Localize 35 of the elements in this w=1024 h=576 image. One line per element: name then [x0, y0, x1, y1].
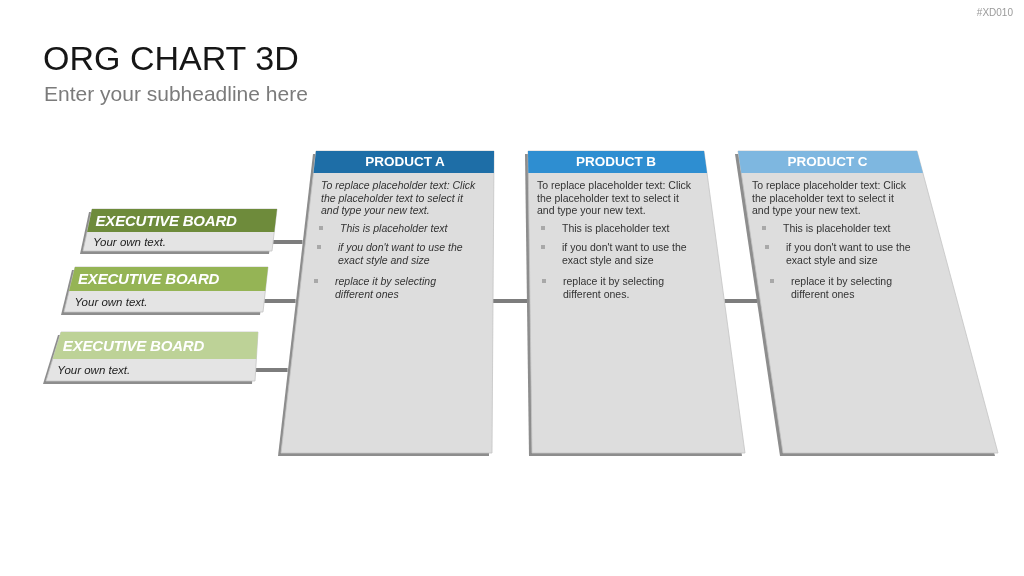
bullet-text: replace it by selecting different ones — [335, 275, 437, 300]
board-text: Your own text. — [93, 234, 166, 249]
bullet-text: if you don't want to use the exact style and size — [562, 241, 688, 266]
board-card — [61, 267, 268, 315]
panel-heading: PRODUCT A — [365, 153, 445, 171]
bullet-text: This is placeholder text — [340, 222, 449, 235]
panel-text: To replace placeholder text: Click the placeholder text to select it and type your new text. — [752, 179, 908, 217]
bullet-text: replace it by selecting different ones. — [563, 275, 665, 300]
product-panel — [525, 151, 745, 456]
product-panel — [735, 151, 998, 456]
bullet-text: if you don't want to use the exact style and size — [338, 241, 464, 266]
bullet-text: This is placeholder text — [783, 222, 892, 235]
product-panel — [278, 151, 494, 456]
subtitle: Enter your subheadline here — [44, 81, 308, 107]
board-heading: EXECUTIVE BOARD — [95, 211, 237, 231]
panel-text: To replace placeholder text: Click the placeholder text to select it and type your new text. — [321, 179, 477, 217]
board-text: Your own text. — [57, 363, 131, 377]
board-card — [80, 209, 277, 254]
connector-line — [264, 299, 296, 303]
bullet-text: if you don't want to use the exact style and size — [786, 241, 912, 266]
connector-line — [493, 299, 527, 303]
template-code: #XD010 — [976, 7, 1013, 19]
title: ORG CHART 3D — [43, 38, 299, 78]
board-heading: EXECUTIVE BOARD — [62, 336, 205, 356]
connector-line — [273, 240, 303, 244]
bullet-text: This is placeholder text — [562, 222, 671, 235]
panel-heading: PRODUCT C — [787, 153, 868, 171]
board-heading: EXECUTIVE BOARD — [78, 269, 220, 289]
connector-line — [724, 299, 758, 303]
panel-text: To replace placeholder text: Click the placeholder text to select it and type your new text. — [537, 179, 693, 217]
board-card — [43, 332, 258, 384]
panel-heading: PRODUCT B — [575, 153, 657, 171]
bullet-text: replace it by selecting different ones — [791, 275, 893, 300]
board-text: Your own text. — [74, 294, 148, 309]
connector-line — [255, 368, 288, 372]
